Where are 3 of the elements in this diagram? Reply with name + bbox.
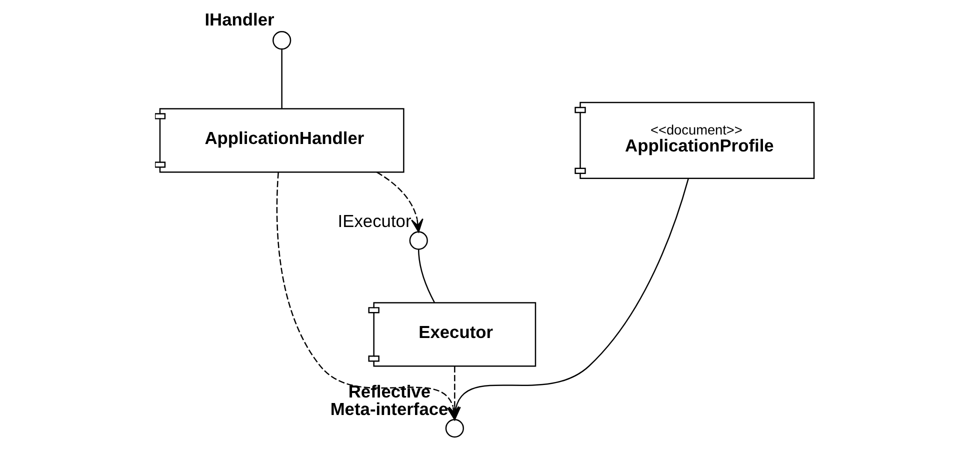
node-label: IHandler — [204, 10, 274, 30]
node-label: Reflective Meta-interface — [330, 381, 448, 419]
node-label: IExecutor — [337, 211, 411, 232]
